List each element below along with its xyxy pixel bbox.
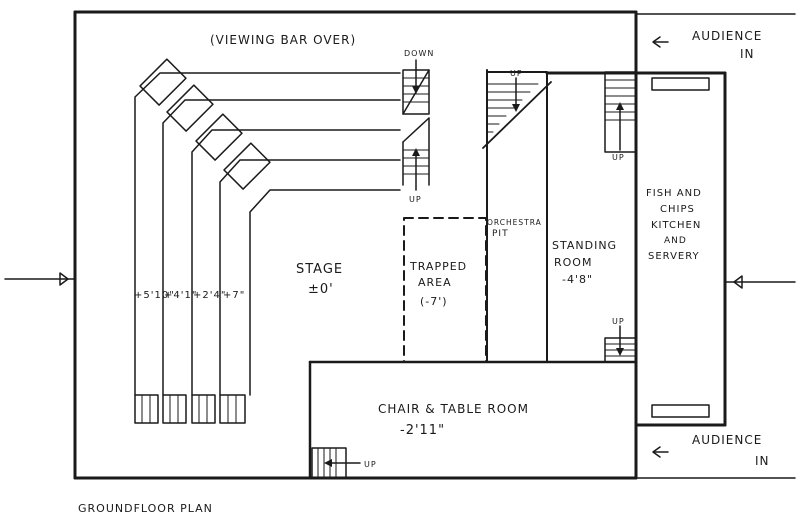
stair-up-label-chair-room: UP xyxy=(364,460,377,469)
stage-label: STAGE xyxy=(296,262,343,277)
tier-level-1: +5'10" xyxy=(134,290,175,301)
kitchen-line1: FISH AND xyxy=(646,188,702,199)
standing-room-line1: STANDING xyxy=(552,239,617,252)
trapped-area-line1: TRAPPED xyxy=(409,260,467,273)
stair-up-orchestra xyxy=(482,77,552,149)
section-mark-right xyxy=(724,275,796,289)
tier-steps-bottom xyxy=(134,394,246,424)
stair-up-label-left: UP xyxy=(409,195,422,204)
stair-down-top xyxy=(402,59,430,115)
stage-tiers xyxy=(134,58,401,424)
audience-arrow-top xyxy=(652,36,669,48)
standing-room-line2: ROOM xyxy=(554,256,592,269)
orchestra-pit-line1: ORCHESTRA xyxy=(487,218,542,227)
stair-up-standing-top xyxy=(604,71,637,153)
kitchen-line5: SERVERY xyxy=(648,251,700,262)
standing-room-level: -4'8" xyxy=(562,273,593,286)
audience-in-bottom-line2: IN xyxy=(755,454,770,468)
stair-up-chair-room xyxy=(311,447,361,479)
stair-up-label-standing-bottom: UP xyxy=(612,317,625,326)
chair-table-room-label: CHAIR & TABLE ROOM xyxy=(378,402,529,416)
kitchen-line2: CHIPS xyxy=(660,204,695,215)
trapped-area-line2: AREA xyxy=(418,276,452,289)
stair-up-standing-bottom xyxy=(604,325,637,363)
stair-up-left xyxy=(402,117,430,191)
stair-up-label-standing-top: UP xyxy=(612,153,625,162)
kitchen-line4: AND xyxy=(664,236,687,246)
viewing-bar-label: (VIEWING BAR OVER) xyxy=(210,33,356,47)
orchestra-pit-line2: PIT xyxy=(492,229,509,239)
audience-arrow-bottom xyxy=(652,446,669,458)
trapped-area-outline xyxy=(403,217,487,363)
chair-table-room-level: -2'11" xyxy=(400,423,445,438)
audience-in-top-line1: AUDIENCE xyxy=(692,29,762,43)
interior-walls xyxy=(308,69,638,480)
stair-down-label: DOWN xyxy=(404,49,434,58)
tier-level-3: +2'4" xyxy=(193,290,226,301)
audience-in-bottom-line1: AUDIENCE xyxy=(692,433,762,447)
audience-in-top-line2: IN xyxy=(740,47,755,61)
stair-up-label-orchestra: UP xyxy=(510,69,523,78)
trapped-area-level: (-7') xyxy=(420,295,448,308)
tier-level-4: +7" xyxy=(223,290,245,301)
stage-level: ±0' xyxy=(308,282,334,297)
plan-title: GROUNDFLOOR PLAN xyxy=(78,502,213,515)
tier-level-2: +4'1" xyxy=(164,290,197,301)
kitchen-line3: KITCHEN xyxy=(651,220,701,231)
section-mark-left xyxy=(4,272,76,286)
